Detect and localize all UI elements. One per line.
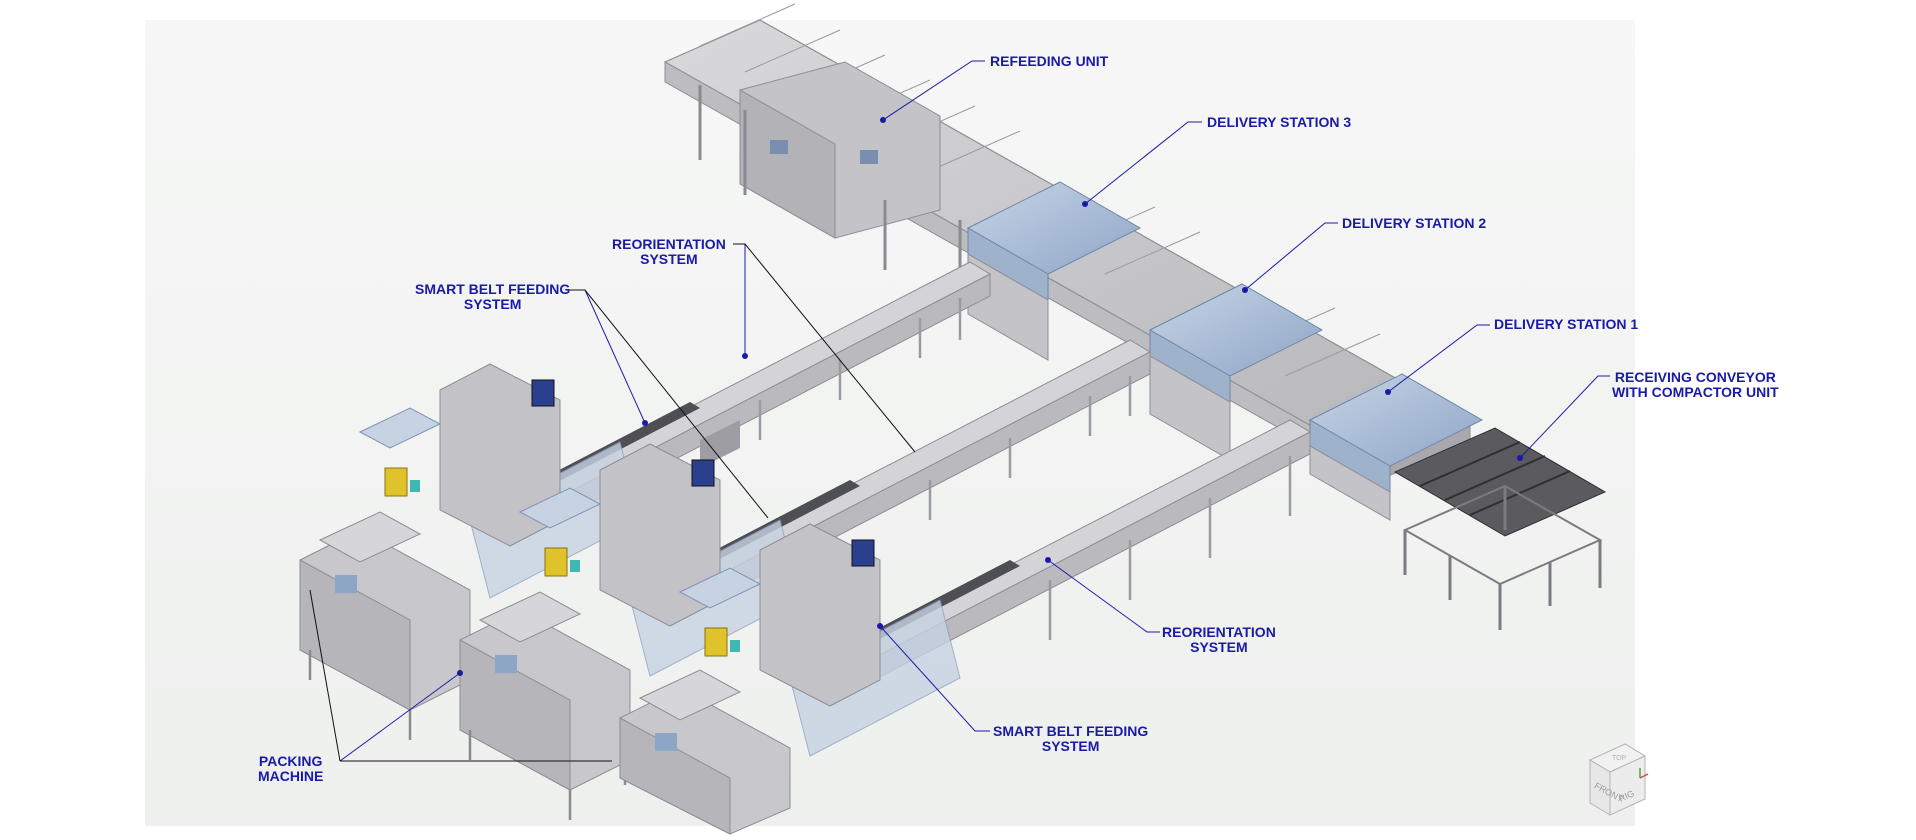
receiving-conveyor bbox=[1393, 427, 1607, 630]
label-reorientation-system-bottom: REORIENTATION SYSTEM bbox=[1162, 624, 1276, 655]
label-receiving-conveyor: RECEIVING CONVEYOR WITH COMPACTOR UNIT bbox=[1612, 369, 1779, 400]
label-smart-belt-feeding-top: SMART BELT FEEDING SYSTEM bbox=[415, 281, 571, 312]
label-delivery-station-1: DELIVERY STATION 1 bbox=[1494, 316, 1639, 332]
conveyor-legs bbox=[758, 298, 1292, 640]
view-cube-top: TOP bbox=[1612, 755, 1627, 762]
leader-dots bbox=[457, 117, 1523, 676]
label-reorientation-system-top: REORIENTATION SYSTEM bbox=[612, 236, 726, 267]
delivery-station-1 bbox=[1308, 373, 1484, 521]
packing-machine-3 bbox=[619, 523, 881, 835]
label-refeeding-unit: REFEEDING UNIT bbox=[990, 53, 1109, 69]
label-packing-machine: PACKING MACHINE bbox=[258, 753, 324, 784]
packing-machine-1 bbox=[299, 363, 561, 740]
delivery-station-2 bbox=[1148, 283, 1324, 461]
view-cube[interactable]: FRONT RIG TOP bbox=[1588, 743, 1649, 816]
leader-lines bbox=[309, 60, 1610, 762]
label-delivery-station-2: DELIVERY STATION 2 bbox=[1342, 215, 1487, 231]
label-smart-belt-feeding-bottom: SMART BELT FEEDING SYSTEM bbox=[993, 723, 1149, 754]
label-delivery-station-3: DELIVERY STATION 3 bbox=[1207, 114, 1352, 130]
